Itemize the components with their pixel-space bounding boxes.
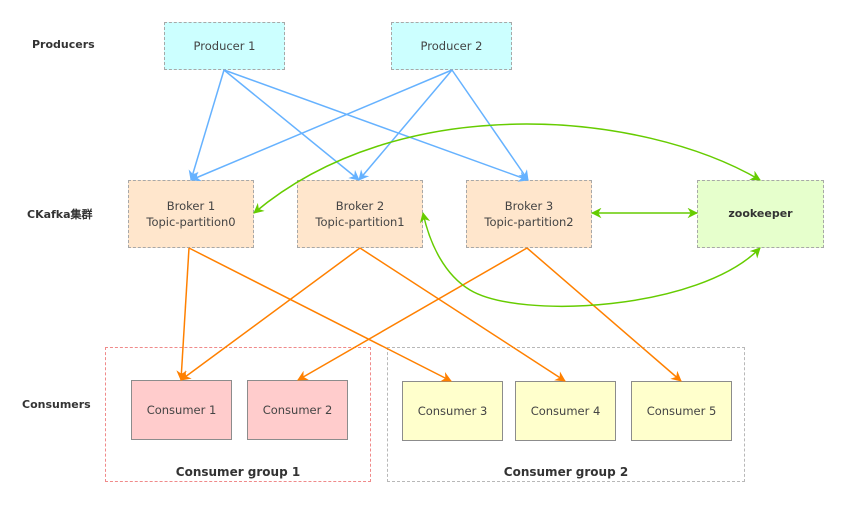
edge-b1-to-c1 — [176, 247, 190, 382]
consumer-group-label: Consumer group 1 — [175, 465, 301, 479]
consumer-group-2[interactable]: Consumer group 2 — [387, 347, 745, 482]
broker-partition: Topic-partition1 — [315, 215, 405, 229]
edge-zk-to-b2 — [419, 211, 761, 308]
consumer-label: Consumer 4 — [530, 404, 601, 418]
edge-b2-to-c4 — [359, 247, 566, 382]
consumer-2-node[interactable]: Consumer 2 — [247, 380, 348, 440]
consumer-label: Consumer 5 — [646, 404, 717, 418]
producer-1-node[interactable]: Producer 1 — [164, 22, 285, 70]
consumer-5-node[interactable]: Consumer 5 — [631, 381, 732, 441]
edge-p2-to-b1 — [190, 69, 453, 182]
edge-p2-to-b2 — [358, 69, 453, 181]
consumer-label: Consumer 3 — [417, 404, 488, 418]
zookeeper-label: zookeeper — [728, 207, 793, 220]
edge-b2-to-c1 — [180, 247, 361, 381]
broker-3-node[interactable]: Broker 3 Topic-partition2 — [466, 180, 592, 248]
broker-name: Broker 2 — [335, 199, 385, 213]
row-label-consumers: Consumers — [22, 398, 91, 411]
edge-b1-to-c3 — [188, 247, 452, 382]
edge-p1-to-b2 — [223, 69, 360, 181]
zookeeper-node[interactable]: zookeeper — [697, 180, 824, 248]
producer-label: Producer 1 — [193, 39, 256, 53]
consumer-1-node[interactable]: Consumer 1 — [131, 380, 232, 440]
edge-b3-to-c2 — [297, 247, 528, 381]
broker-1-node[interactable]: Broker 1 Topic-partition0 — [128, 180, 254, 248]
consumer-4-node[interactable]: Consumer 4 — [515, 381, 616, 441]
edge-p1-to-b3 — [223, 69, 529, 182]
consumer-3-node[interactable]: Consumer 3 — [402, 381, 503, 441]
row-label-producers: Producers — [32, 38, 95, 51]
broker-partition: Topic-partition0 — [146, 215, 236, 229]
broker-name: Broker 3 — [504, 199, 554, 213]
broker-partition: Topic-partition2 — [484, 215, 574, 229]
consumer-group-1[interactable]: Consumer group 1 — [105, 347, 371, 482]
consumer-label: Consumer 1 — [146, 403, 217, 417]
consumer-label: Consumer 2 — [262, 403, 333, 417]
edge-zk-to-b1 — [253, 123, 761, 214]
edge-p1-to-b1 — [188, 69, 225, 182]
consumer-group-label: Consumer group 2 — [503, 465, 629, 479]
broker-2-node[interactable]: Broker 2 Topic-partition1 — [297, 180, 423, 248]
producer-2-node[interactable]: Producer 2 — [391, 22, 512, 70]
broker-name: Broker 1 — [166, 199, 216, 213]
row-label-cluster: CKafka集群 — [27, 208, 93, 221]
producer-label: Producer 2 — [420, 39, 483, 53]
edge-b3-to-c5 — [526, 247, 682, 382]
